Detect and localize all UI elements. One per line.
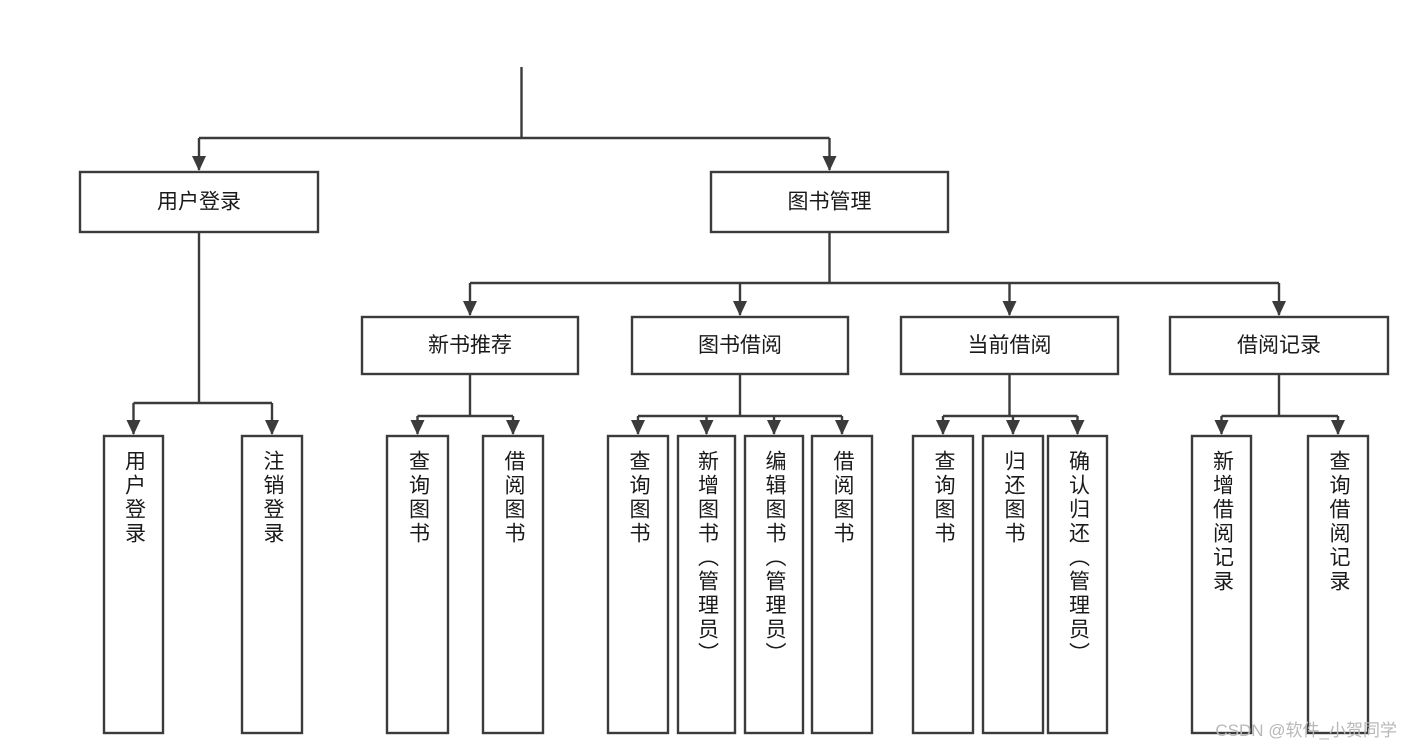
- arrowhead-leaf-return-book: [1006, 420, 1020, 435]
- arrowhead-current-borrow: [1002, 301, 1017, 316]
- node-box-leaf-add-record[interactable]: [1190, 434, 1253, 735]
- arrowhead-book-borrow: [733, 301, 747, 316]
- node-box-current-borrow[interactable]: [899, 315, 1120, 376]
- node-box-leaf-query-record[interactable]: [1306, 434, 1370, 735]
- node-box-leaf-borrow-book-1[interactable]: [481, 434, 545, 735]
- node-box-book-manage[interactable]: [709, 170, 950, 234]
- connector-layer: [126, 67, 1345, 435]
- node-label-book-borrow: 图书借阅: [698, 334, 782, 357]
- node-label-book-manage: 图书管理: [788, 191, 872, 214]
- node-box-leaf-edit-book[interactable]: [743, 434, 805, 735]
- arrowhead-leaf-edit-book: [767, 420, 781, 435]
- node-box-user-login[interactable]: [78, 170, 320, 234]
- csdn-watermark: CSDN @软件_小贺同学: [1215, 721, 1397, 740]
- node-box-leaf-query-book-3[interactable]: [911, 434, 975, 735]
- node-box-leaf-user-login[interactable]: [102, 434, 165, 735]
- node-box-book-borrow[interactable]: [630, 315, 850, 376]
- node-box-borrow-record[interactable]: [1168, 315, 1390, 376]
- arrowhead-new-book-rec: [463, 301, 477, 316]
- arrowhead-leaf-confirm-return: [1070, 420, 1085, 435]
- arrowhead-leaf-add-book: [699, 420, 714, 435]
- node-box-leaf-query-book-2[interactable]: [606, 434, 670, 735]
- arrowhead-leaf-query-book-3: [936, 420, 950, 435]
- node-box-leaf-borrow-book-2[interactable]: [810, 434, 874, 735]
- arrowhead-leaf-query-book-2: [631, 420, 645, 435]
- arrowhead-leaf-borrow-book-2: [835, 420, 849, 435]
- node-box-leaf-return-book[interactable]: [981, 434, 1045, 735]
- arrowhead-leaf-query-record: [1331, 420, 1345, 435]
- arrowhead-borrow-record: [1272, 301, 1286, 316]
- arrowhead-book-manage: [822, 156, 837, 171]
- node-label-user-login: 用户登录: [157, 191, 241, 214]
- arrowhead-user-login: [192, 156, 206, 171]
- arrowhead-leaf-logout: [265, 420, 279, 435]
- node-box-leaf-logout[interactable]: [240, 434, 304, 735]
- node-label-borrow-record: 借阅记录: [1237, 334, 1321, 357]
- node-box-leaf-add-book[interactable]: [676, 434, 737, 735]
- node-label-current-borrow: 当前借阅: [968, 334, 1052, 357]
- node-box-new-book-rec[interactable]: [360, 315, 580, 376]
- node-box-leaf-query-book-1[interactable]: [385, 434, 450, 735]
- arrowhead-leaf-user-login: [126, 420, 141, 435]
- arrowhead-leaf-add-record: [1214, 420, 1229, 435]
- node-box-layer: [78, 170, 1390, 735]
- arrowhead-leaf-borrow-book-1: [506, 420, 520, 435]
- arrowhead-leaf-query-book-1: [410, 420, 425, 435]
- node-label-new-book-rec: 新书推荐: [428, 334, 512, 357]
- node-box-leaf-confirm-return[interactable]: [1046, 434, 1109, 735]
